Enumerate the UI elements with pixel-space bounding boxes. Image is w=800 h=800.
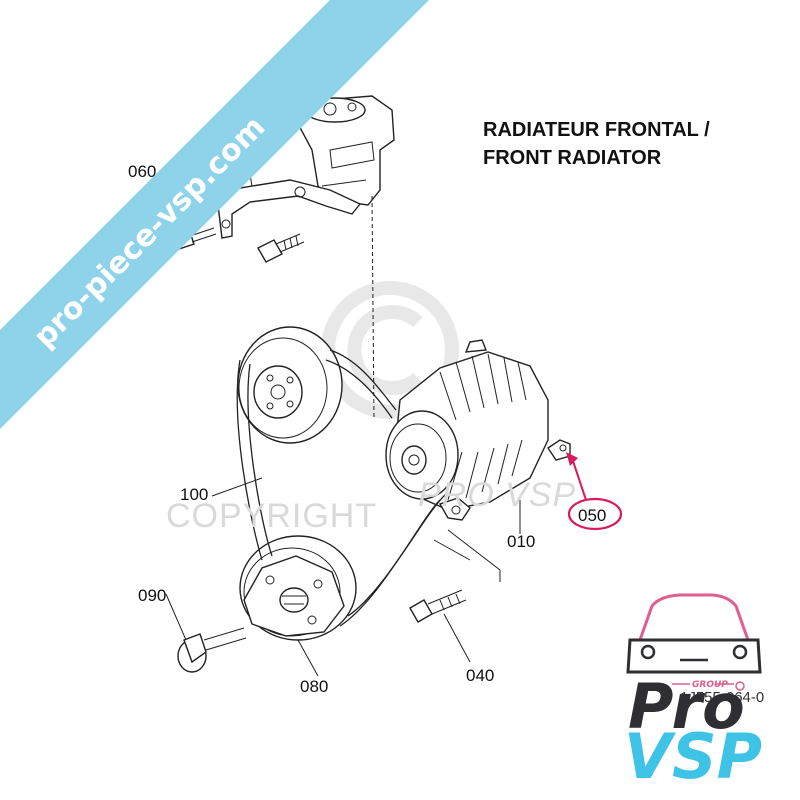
copyright-watermark: COPYRIGHT — [166, 497, 377, 535]
bolt-bracket — [257, 233, 305, 263]
alternator-bracket — [217, 179, 362, 239]
label-050: 050 — [578, 506, 606, 525]
logo-dot-icon — [735, 681, 745, 691]
title-line-1: RADIATEUR FRONTAL / — [483, 119, 710, 141]
car-outline-icon — [626, 593, 762, 674]
site-banner-text: pro-piece-vsp.com — [27, 109, 272, 354]
label-060: 060 — [128, 162, 156, 181]
title-line-2: FRONT RADIATOR — [483, 147, 662, 169]
logo-pro-text: Pro — [628, 670, 745, 743]
provsp-logo: GROUP 1J555-064-0 Pro VSP — [624, 593, 764, 793]
alternator — [385, 339, 571, 521]
label-090: 090 — [138, 586, 166, 605]
flange-bolt — [177, 627, 247, 673]
diagram-title: RADIATEUR FRONTAL / FRONT RADIATOR — [483, 116, 710, 172]
crankshaft-pulley — [239, 535, 357, 641]
v-belt — [236, 349, 447, 627]
bolt-040 — [409, 589, 467, 623]
label-010: 010 — [507, 532, 535, 551]
label-080: 080 — [300, 677, 328, 696]
label-040: 040 — [466, 666, 494, 685]
water-pump-pulley — [237, 326, 343, 444]
brand-watermark: PRO VSP — [418, 476, 576, 514]
logo-vsp-text: VSP — [624, 720, 762, 793]
reference-code: 1J555-064-0 — [680, 689, 764, 706]
highlight-arrow — [566, 452, 623, 531]
logo-group-text: GROUP — [692, 680, 728, 690]
label-100: 100 — [180, 485, 208, 504]
